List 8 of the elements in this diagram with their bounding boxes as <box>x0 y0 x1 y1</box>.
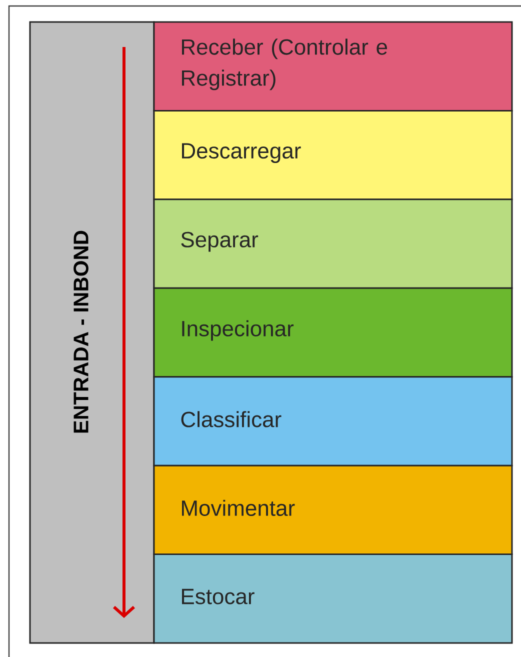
process-box: Movimentar <box>153 464 513 556</box>
stage-band: ENTRADA - INBOND <box>29 21 155 644</box>
process-box: Separar <box>153 198 513 289</box>
process-box: Classificar <box>153 376 513 466</box>
process-box: Descarregar <box>153 110 513 200</box>
process-box: Estocar <box>153 554 513 644</box>
process-box: Receber (Controlar e Registrar) <box>153 21 513 112</box>
process-box: Inspecionar <box>153 287 513 378</box>
